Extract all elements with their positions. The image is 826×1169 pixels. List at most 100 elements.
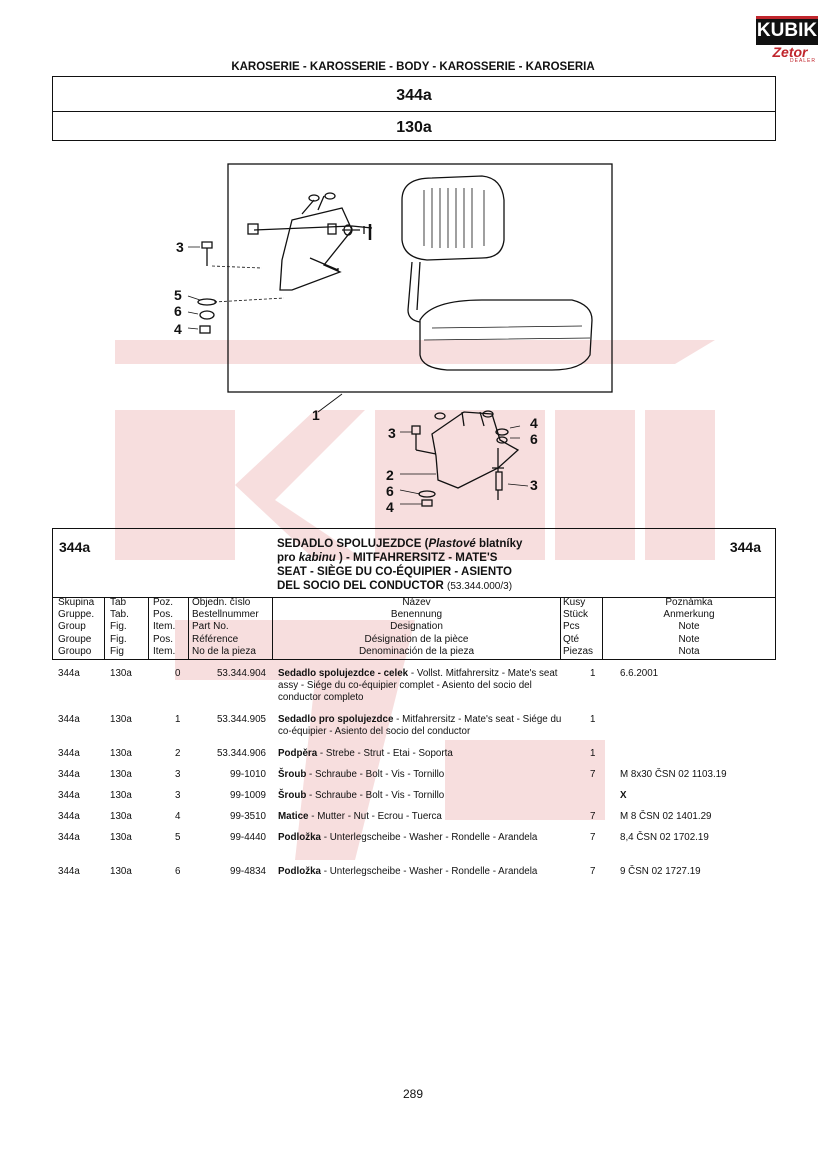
header-text: Group (58, 621, 86, 633)
cell-qty: 7 (590, 866, 596, 877)
header-text: Fig (110, 645, 124, 657)
kubik-watermark (115, 340, 715, 860)
cell-pos: 0 (175, 668, 181, 679)
table-code-box: 130a (52, 110, 776, 141)
header-text: Pos. (153, 609, 174, 621)
name-bold: Sedadlo pro spolujezdce (278, 714, 394, 725)
name-bold: Šroub (278, 790, 307, 801)
header-text: Note (678, 621, 700, 633)
part-code-right: 344a (729, 539, 761, 555)
diagram-label: 6 (174, 303, 182, 319)
cell-qty: 1 (590, 668, 596, 679)
title-text-italic: kabinu (298, 552, 336, 564)
header-text: Poznámka (665, 597, 713, 608)
part-title: SEDADLO SPOLUJEZDCE (Plastové blatníky p… (277, 537, 577, 594)
seat-support-bar (407, 261, 421, 323)
cell-note: X (620, 790, 627, 801)
header-text: Pcs (563, 621, 580, 633)
bolt-item-3 (201, 241, 213, 266)
group-code-box: 344a (52, 76, 776, 112)
cell-group: 344a (58, 866, 80, 877)
cell-name: Šroub - Schraube - Bolt - Vis - Tornillo (278, 769, 568, 781)
header-text: Benennung (390, 609, 443, 621)
cell-pos: 4 (175, 811, 181, 822)
diagram-label: 2 (386, 467, 394, 483)
cell-part-no: 99-3510 (230, 811, 266, 822)
washer-item-6 (199, 310, 215, 320)
cell-pos: 1 (175, 714, 181, 725)
cell-qty: 1 (590, 714, 596, 725)
washer-item-5 (197, 298, 217, 306)
cell-name: Sedadlo spolujezdce - celek - Vollst. Mi… (278, 668, 568, 704)
name-rest: - Strebe - Strut - Etai - Soporta (317, 748, 453, 759)
header-text: Groupe (58, 633, 92, 645)
cell-note: 8,4 ČSN 02 1702.19 (620, 832, 709, 843)
header-text: Qté (563, 633, 580, 645)
header-text: Anmerkung (663, 609, 715, 621)
cell-tab: 130a (110, 866, 132, 877)
cell-tab: 130a (110, 714, 132, 725)
title-text: SEAT - SIÈGE DU CO-ÉQUIPIER - ASIENTO (277, 566, 512, 578)
cell-name: Sedadlo pro spolujezdce - Mitfahrersitz … (278, 714, 568, 738)
bracket-upper (279, 207, 353, 291)
cell-tab: 130a (110, 748, 132, 759)
cell-group: 344a (58, 832, 80, 843)
title-text: blatníky (475, 538, 523, 550)
cell-group: 344a (58, 668, 80, 679)
diagram-label: 6 (530, 431, 538, 447)
diagram-label: 4 (530, 415, 538, 431)
cell-tab: 130a (110, 769, 132, 780)
nut-item-4 (199, 325, 211, 334)
cell-qty: 7 (590, 769, 596, 780)
header-text: Poz. (153, 597, 174, 608)
diagram-label: 3 (176, 239, 184, 255)
header-text: Groupo (58, 645, 92, 657)
diagram-label: 4 (174, 321, 182, 337)
title-reference: (53.344.000/3) (446, 581, 513, 592)
name-rest: - Schraube - Bolt - Vis - Tornillo (306, 790, 445, 801)
diagram-label: 5 (174, 287, 182, 303)
header-text: Tab. (110, 609, 129, 621)
cell-part-no: 99-4440 (230, 832, 266, 843)
header-text: Stück (563, 609, 589, 621)
cell-name: Podpěra - Strebe - Strut - Etai - Soport… (278, 748, 568, 760)
cell-group: 344a (58, 811, 80, 822)
cell-qty: 1 (590, 748, 596, 759)
cell-pos: 3 (175, 769, 181, 780)
cell-pos: 2 (175, 748, 181, 759)
cell-pos: 6 (175, 866, 181, 877)
group-code: 344a (396, 87, 432, 104)
header-text: Fig. (110, 633, 127, 645)
cell-qty: 7 (590, 811, 596, 822)
cell-group: 344a (58, 748, 80, 759)
cell-note: 6.6.2001 (620, 668, 659, 679)
cell-part-no: 53.344.905 (216, 714, 266, 725)
cell-name: Podložka - Unterlegscheibe - Washer - Ro… (278, 866, 568, 878)
header-text: Objedn. číslo (192, 597, 251, 608)
name-rest: - Vollst. Mitfahrersitz - Mate's seat as… (278, 668, 558, 703)
logo-zetor-text: Zetor (772, 44, 808, 60)
cell-group: 344a (58, 790, 80, 801)
header-text: Item. (153, 621, 176, 633)
header-text: Název (402, 597, 431, 608)
header-text: Denominación de la pieza (358, 645, 475, 657)
title-text: SEDADLO SPOLUJEZDCE ( (277, 538, 429, 550)
header-text: Désignation de la pièce (364, 633, 469, 645)
section-title: KAROSERIE - KAROSSERIE - BODY - KAROSSER… (231, 61, 595, 73)
header-pos: Poz.Pos.Item.Pos.Item. (149, 597, 189, 659)
cell-tab: 130a (110, 811, 132, 822)
diagram-label: 6 (386, 483, 394, 499)
name-bold: Sedadlo spolujezdce - celek (278, 668, 409, 679)
cell-part-no: 99-1009 (230, 790, 266, 801)
cell-name: Podložka - Unterlegscheibe - Washer - Ro… (278, 832, 568, 844)
seat-assembly-frame (227, 163, 613, 393)
diagram-label: 1 (312, 407, 320, 423)
cell-pos: 5 (175, 832, 181, 843)
cell-part-no: 99-1010 (230, 769, 266, 780)
header-text: Tab (110, 597, 127, 608)
header-text: Kusy (563, 597, 586, 608)
header-text: Nota (678, 645, 700, 657)
